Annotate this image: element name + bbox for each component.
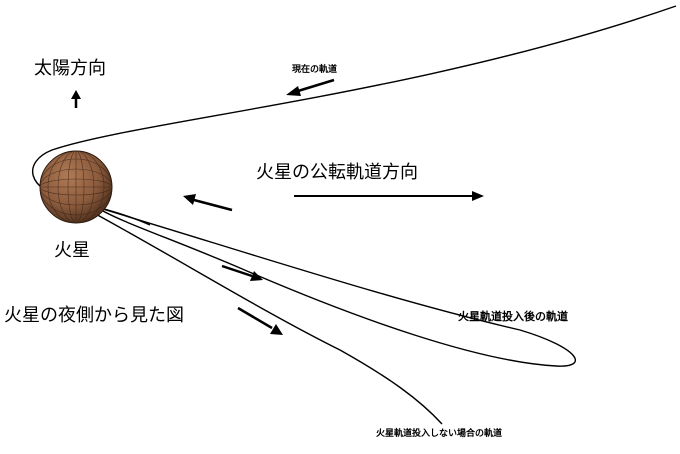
sun-direction-arrow xyxy=(71,90,81,108)
sun-direction-label: 太陽方向 xyxy=(34,58,106,79)
mars-orbital-direction-label: 火星の公転軌道方向 xyxy=(256,162,418,183)
no-insertion-orbit-label: 火星軌道投入しない場合の軌道 xyxy=(376,429,503,439)
view-note-label: 火星の夜側から見た図 xyxy=(4,305,184,326)
mars-label: 火星 xyxy=(54,240,90,261)
no-insertion-trajectory-arrow xyxy=(237,306,283,335)
current-orbit-arrow xyxy=(286,78,335,96)
post-insertion-orbit-label: 火星軌道投入後の軌道 xyxy=(458,310,568,323)
no-insertion-trajectory-line xyxy=(91,211,443,425)
current-orbit-label: 現在の軌道 xyxy=(292,65,338,75)
orbital-direction-double-arrow xyxy=(183,191,484,212)
post-insertion-orbit-ellipse xyxy=(95,206,577,367)
post-insertion-orbit-arrow xyxy=(221,264,263,281)
mars-planet xyxy=(39,150,113,224)
current-trajectory-line xyxy=(32,5,677,226)
